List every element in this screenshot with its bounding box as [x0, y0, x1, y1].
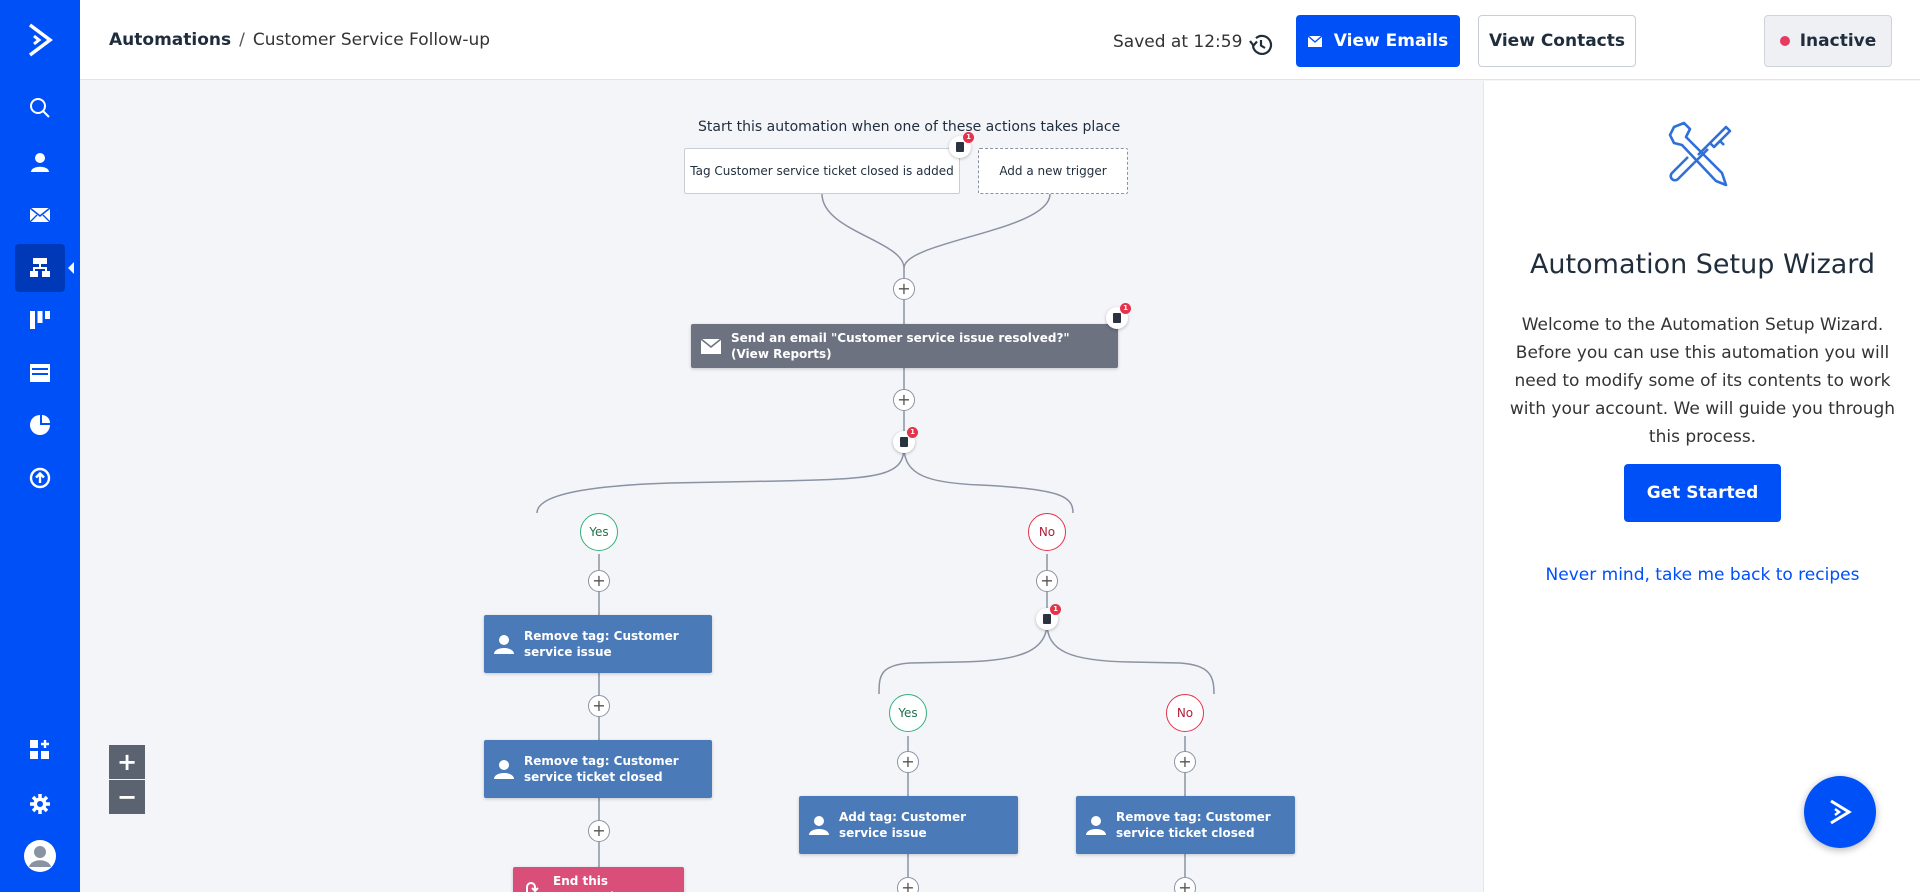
view-contacts-button[interactable]: View Contacts: [1478, 15, 1636, 67]
condition-badge[interactable]: 1: [893, 427, 918, 453]
saved-status: Saved at 12:59: [1113, 32, 1243, 52]
add-step-button[interactable]: +: [1174, 877, 1196, 892]
back-to-recipes-link[interactable]: Never mind, take me back to recipes: [1545, 565, 1860, 585]
add-step-button[interactable]: +: [893, 278, 915, 300]
contact-icon: [484, 634, 524, 654]
workflow-connectors: [536, 193, 1215, 877]
breadcrumb-separator: /: [239, 30, 245, 50]
history-icon[interactable]: [1248, 32, 1274, 58]
breadcrumb-current: Customer Service Follow-up: [252, 30, 491, 50]
branch-yes[interactable]: Yes: [889, 694, 927, 732]
settings-icon: [30, 794, 50, 814]
notes-count: 1: [907, 427, 918, 438]
activecampaign-logo-icon: [1830, 799, 1852, 825]
remove-tag-action[interactable]: Remove tag: Customer service issue: [484, 615, 712, 673]
breadcrumb-automations[interactable]: Automations: [109, 30, 232, 50]
nav-item-website[interactable]: [15, 349, 65, 397]
add-step-button[interactable]: +: [897, 751, 919, 773]
nav-item-deals[interactable]: [15, 296, 65, 344]
end-icon: [513, 881, 553, 892]
add-step-button[interactable]: +: [1036, 570, 1058, 592]
notes-badge[interactable]: 1: [1106, 303, 1131, 329]
nav-item-campaigns[interactable]: [15, 191, 65, 239]
remove-tag-action[interactable]: Remove tag: Customer service ticket clos…: [484, 740, 712, 798]
add-step-button[interactable]: +: [893, 389, 915, 411]
note-icon: [1043, 614, 1051, 624]
send-email-action[interactable]: Send an email "Customer service issue re…: [691, 324, 1118, 368]
note-icon: [1113, 313, 1121, 323]
search-icon: [30, 98, 50, 118]
tools-icon: [1668, 121, 1732, 187]
trigger-tag-added[interactable]: Tag Customer service ticket closed is ad…: [684, 148, 960, 194]
contacts-icon: [31, 153, 49, 172]
nav-item-settings[interactable]: [15, 780, 65, 828]
top-header: Automations / Customer Service Follow-up S…: [80, 0, 1920, 80]
add-step-button[interactable]: +: [897, 877, 919, 892]
apps-icon: [30, 740, 49, 759]
notes-count: 1: [1050, 604, 1061, 615]
view-emails-label: View Emails: [1333, 31, 1449, 51]
zoom-in-button[interactable]: +: [109, 745, 145, 779]
nav-item-automations[interactable]: [15, 244, 65, 292]
reports-icon: [30, 415, 50, 435]
nav-item-search[interactable]: [15, 84, 65, 132]
add-step-button[interactable]: +: [1174, 751, 1196, 773]
remove-tag-label: Remove tag: Customer service issue: [524, 629, 679, 659]
add-step-button[interactable]: +: [588, 695, 610, 717]
add-tag-action[interactable]: Add tag: Customer service issue: [799, 796, 1018, 854]
branch-no[interactable]: No: [1166, 694, 1204, 732]
email-icon: [29, 207, 51, 223]
avatar-icon: [24, 840, 56, 872]
end-automation-label: End this automation: [553, 874, 631, 892]
breadcrumb: Automations / Customer Service Follow-up: [109, 30, 490, 50]
nav-item-profile[interactable]: [15, 832, 65, 880]
notes-badge[interactable]: 1: [949, 132, 974, 158]
view-emails-button[interactable]: View Emails: [1296, 15, 1460, 67]
left-nav: [0, 0, 80, 892]
setup-wizard-panel: Automation Setup Wizard Welcome to the A…: [1483, 81, 1920, 892]
nav-item-upgrade[interactable]: [15, 454, 65, 502]
website-icon: [30, 364, 50, 382]
notes-count: 1: [963, 132, 974, 143]
remove-tag-action[interactable]: Remove tag: Customer service ticket clos…: [1076, 796, 1295, 854]
condition-badge[interactable]: 1: [1036, 604, 1061, 630]
status-toggle[interactable]: Inactive: [1764, 15, 1892, 67]
upgrade-icon: [29, 467, 51, 489]
assistant-button[interactable]: [1804, 776, 1876, 848]
branch-yes[interactable]: Yes: [580, 513, 618, 551]
branch-no[interactable]: No: [1028, 513, 1066, 551]
note-icon: [956, 142, 964, 152]
nav-item-reports[interactable]: [15, 401, 65, 449]
notes-count: 1: [1120, 303, 1131, 314]
add-step-button[interactable]: +: [588, 570, 610, 592]
contact-icon: [799, 815, 839, 835]
email-action-icon: [691, 338, 731, 354]
wizard-title: Automation Setup Wizard: [1529, 249, 1876, 280]
add-step-button[interactable]: +: [588, 820, 610, 842]
nav-item-apps[interactable]: [15, 726, 65, 774]
send-email-label: Send an email "Customer service issue re…: [731, 331, 1070, 361]
automations-icon: [30, 258, 50, 277]
contact-icon: [484, 759, 524, 779]
start-automation-label: Start this automation when one of these …: [698, 119, 1121, 135]
mail-icon: [1307, 35, 1322, 47]
get-started-button[interactable]: Get Started: [1624, 464, 1781, 522]
workflow-canvas[interactable]: Start this automation when one of these …: [80, 81, 1483, 892]
wizard-description: Welcome to the Automation Setup Wizard. …: [1509, 315, 1896, 447]
remove-tag-label: Remove tag: Customer service ticket clos…: [1116, 810, 1271, 840]
zoom-out-button[interactable]: −: [109, 780, 145, 814]
add-trigger-button[interactable]: Add a new trigger: [978, 148, 1128, 194]
note-icon: [900, 437, 908, 447]
status-dot: [1779, 36, 1790, 46]
activecampaign-logo[interactable]: [26, 22, 54, 58]
contact-icon: [1076, 815, 1116, 835]
remove-tag-label: Remove tag: Customer service ticket clos…: [524, 754, 679, 784]
add-tag-label: Add tag: Customer service issue: [839, 810, 967, 840]
nav-item-contacts[interactable]: [15, 138, 65, 186]
deals-icon: [30, 311, 50, 329]
end-automation-node[interactable]: End this automation: [513, 867, 684, 892]
status-label: Inactive: [1799, 31, 1877, 51]
